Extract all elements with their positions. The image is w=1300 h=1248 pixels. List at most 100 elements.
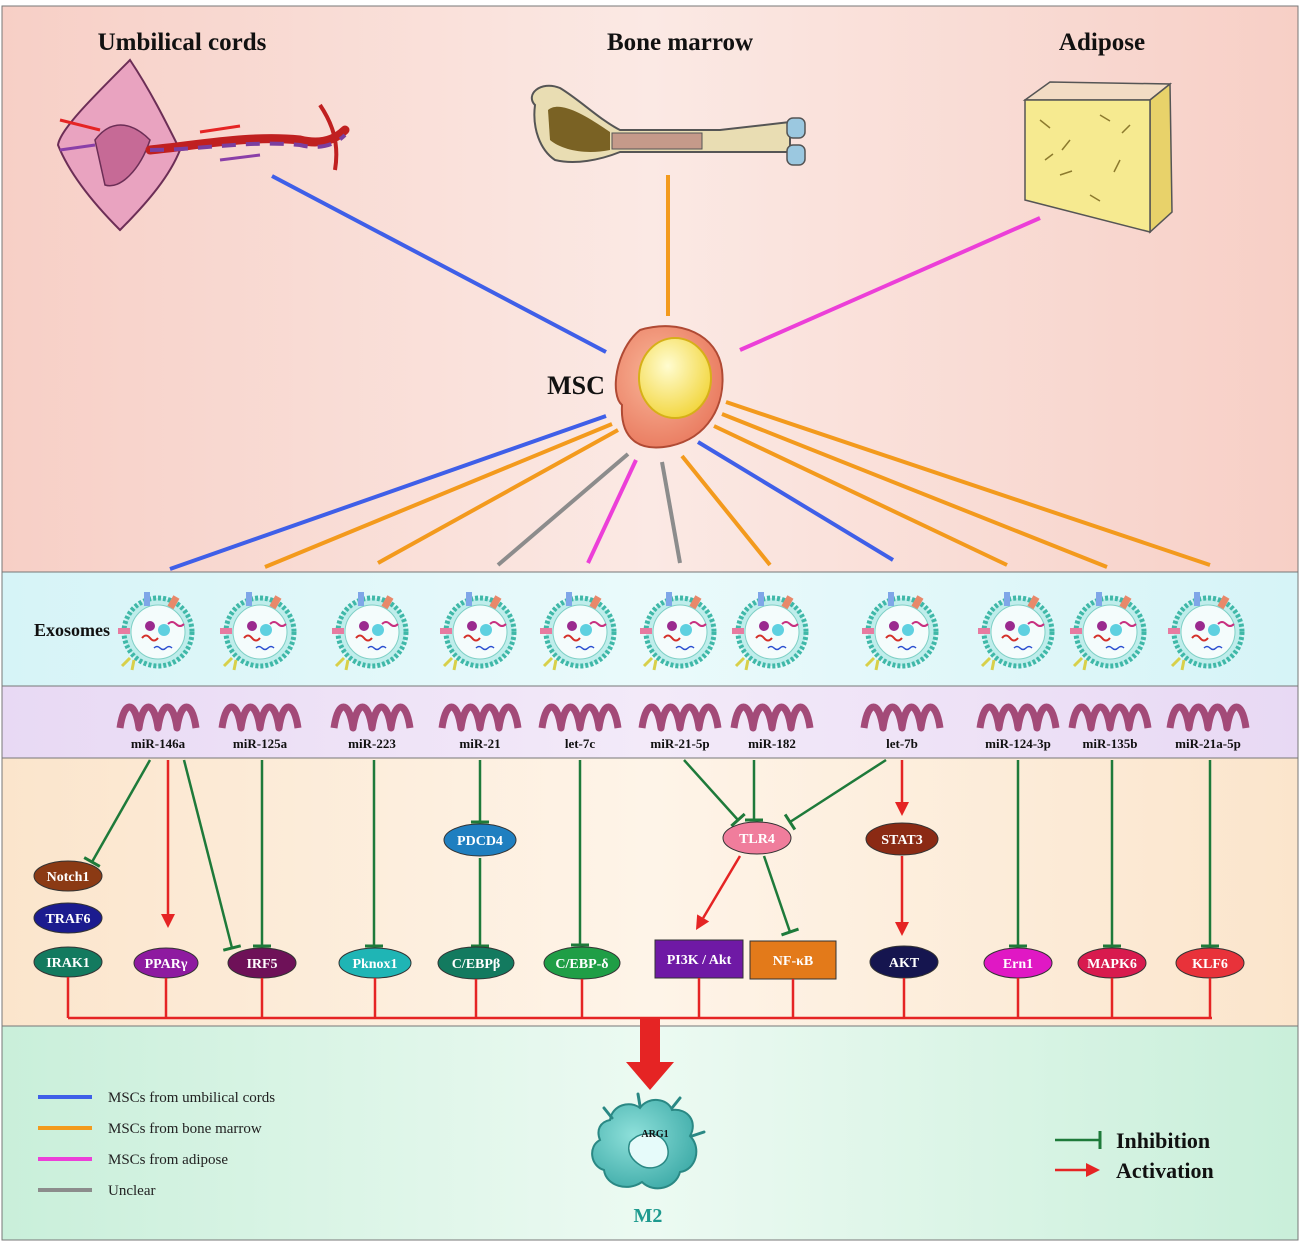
m2-label: M2 [634,1205,663,1227]
mirna-wave-icon [860,703,944,732]
node-cebpd: C/EBP-δ [543,946,621,980]
exosome-4 [540,592,617,671]
msc-line-2 [377,428,619,565]
interaction-7 [571,760,589,947]
adipose-illustration [1022,81,1173,234]
msc-cell [614,325,724,449]
msc-line-10 [725,400,1211,567]
node-irak1: IRAK1 [33,946,103,978]
source-title-adipose: Adipose [1059,29,1145,56]
mirna-wave-icon [538,703,622,732]
mirna-4: let-7c [538,703,622,751]
node-label: Ern1 [1003,957,1033,972]
mirna-label: miR-124-3p [985,736,1051,751]
node-label: PPARγ [145,957,188,972]
node-ppar: PPARγ [133,947,199,979]
msc-line-8 [713,424,1008,567]
msc-line-6 [680,454,772,567]
mirna-label: miR-135b [1083,736,1138,751]
node-label: KLF6 [1192,957,1228,972]
interaction-17 [1201,760,1219,948]
interaction-16 [1103,760,1121,948]
exosome-7 [862,592,939,671]
mirna-label: miR-21-5p [650,736,709,751]
node-akt: AKT [869,945,939,979]
source-title-bone-marrow: Bone marrow [607,29,753,56]
mirna-label: let-7c [565,736,596,751]
mirna-1: miR-125a [218,703,302,751]
interaction-3 [253,760,271,948]
legend-label: MSCs from bone marrow [108,1121,262,1137]
node-mapk6: MAPK6 [1077,947,1147,979]
node-label: TLR4 [739,832,775,847]
exosome-9 [1070,592,1147,671]
mirna-wave-icon [730,703,814,732]
interaction-0 [83,759,152,868]
mirna-6: miR-182 [730,703,814,751]
node-label: AKT [889,956,920,971]
mirna-wave-icon [638,703,722,732]
msc-line-0 [169,414,607,571]
msc-line-4 [586,459,638,564]
msc-to-exosome-lines [169,400,1211,571]
legend-label: MSCs from adipose [108,1152,228,1168]
msc-line-7 [696,440,895,562]
node-nfkb: NF-κB [749,940,837,980]
mirna-wave-icon [976,703,1060,732]
node-traf6: TRAF6 [33,902,103,934]
source-title-umbilical: Umbilical cords [98,29,267,56]
mirna-label: miR-182 [748,736,796,751]
exosome-0 [118,592,195,671]
interaction-14 [895,856,909,936]
interaction-8 [683,759,746,828]
convergence-bus [66,977,1212,1020]
node-label: MAPK6 [1087,957,1137,972]
msc-label: MSC [547,371,605,400]
node-pi3k: PI3K / Akt [654,939,744,979]
mirna-label: miR-223 [348,736,396,751]
node-klf6: KLF6 [1175,947,1245,979]
legend-arrow-label: Inhibition [1116,1128,1210,1153]
interaction-11 [696,855,742,930]
mirna-label: miR-146a [131,736,186,751]
node-label: C/EBP-δ [555,957,608,972]
msc-line-5 [660,461,682,564]
exosome-10 [1168,592,1245,671]
line-adipose-to-msc [739,216,1041,352]
mirna-wave-icon [218,703,302,732]
interaction-6 [471,858,489,948]
mirna-label: let-7b [886,736,918,751]
interaction-arrows [83,758,1219,952]
exosome-6 [732,592,809,671]
legend-arrow-label: Activation [1116,1158,1214,1183]
node-label: PDCD4 [457,834,503,849]
m2-induction-arrow [626,1018,674,1090]
node-pdcd4: PDCD4 [443,823,517,857]
node-ern1: Ern1 [983,947,1053,979]
mirna-7: let-7b [860,703,944,751]
node-label: C/EBPβ [452,957,501,972]
exosome-8 [978,592,1055,671]
mirna-wave-icon [1068,703,1152,732]
mirna-10: miR-21a-5p [1166,703,1250,751]
msc-line-9 [721,412,1108,569]
interaction-2 [182,759,242,952]
exosome-row [118,592,1245,671]
exosome-1 [220,592,297,671]
node-notch1: Notch1 [33,860,103,892]
node-label: STAT3 [881,833,923,848]
node-label: IRF5 [246,957,277,972]
mirna-8: miR-124-3p [976,703,1060,751]
node-label: TRAF6 [45,912,90,927]
interaction-5 [471,760,489,824]
mirna-0: miR-146a [116,703,200,751]
mirna-5: miR-21-5p [638,703,722,751]
node-tlr4: TLR4 [722,821,792,855]
node-label: PI3K / Akt [667,953,732,968]
exosome-2 [332,592,409,671]
